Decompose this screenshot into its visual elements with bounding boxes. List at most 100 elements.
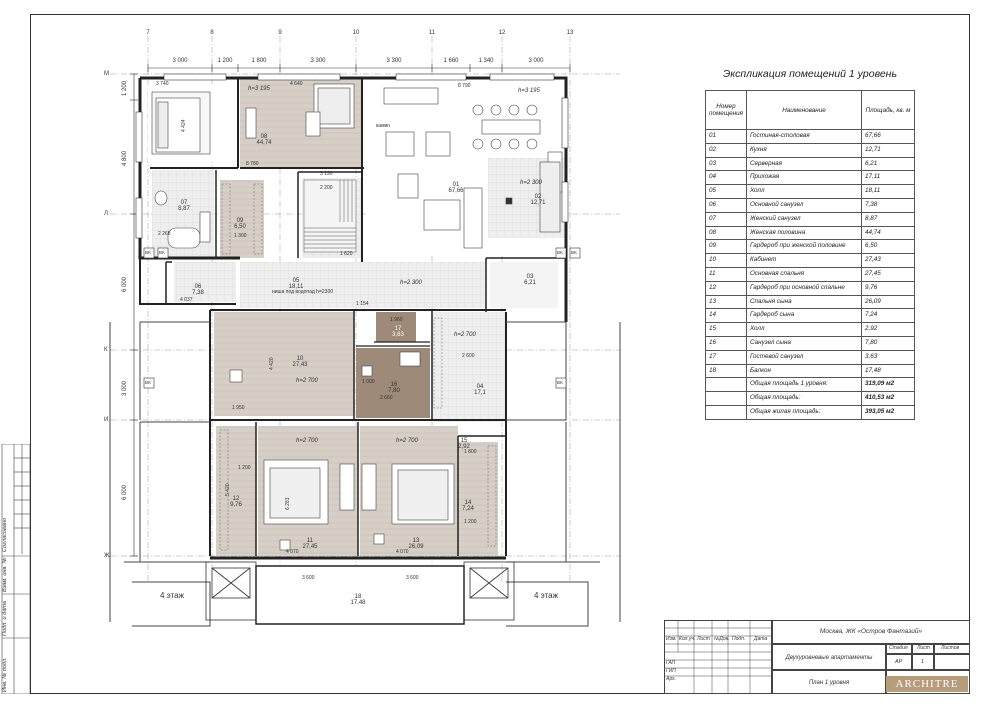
- height-mark: h=3 195: [248, 86, 270, 92]
- axis-label-left: Л: [104, 211, 108, 217]
- height-mark: h=3 195: [518, 88, 540, 94]
- room-number: 02: [705, 142, 747, 158]
- sheet-value: 1: [921, 659, 925, 665]
- inner-dim: 8 790: [458, 83, 471, 89]
- total-row: Общая площадь 1 уровня:319,09 м2: [705, 377, 915, 393]
- dim-top: 3 000: [172, 58, 188, 64]
- room-area: 2,92: [861, 322, 915, 337]
- col-header-doc: №Док.: [714, 636, 730, 642]
- description-cell: [772, 644, 886, 670]
- header-area: Площадь, кв. м: [861, 90, 915, 130]
- room-06-fill: [174, 262, 236, 302]
- inner-dim: 1 620: [340, 251, 353, 257]
- wardrobe-outlines: [219, 183, 497, 551]
- total-value: 319,09 м2: [861, 377, 915, 393]
- room-number: 06: [705, 197, 747, 213]
- room-number: 01: [705, 129, 747, 144]
- room-name: Основная спальня: [745, 266, 863, 282]
- inner-dim: 1 200: [464, 519, 477, 525]
- inner-dim: 3 600: [406, 575, 419, 581]
- room-area: 27,43: [861, 253, 915, 268]
- floor-plan: 7 8 9 10 11 12 13 М Л К И Ж 3 000 1 200 …: [40, 22, 660, 662]
- dim-top: 1 340: [478, 58, 494, 64]
- col-header-sheet: Лист: [697, 636, 710, 642]
- axis-label-left: М: [104, 71, 109, 77]
- height-mark: h=2 300: [520, 180, 542, 186]
- project-name: Москва, ЖК «Остров Фантазий»: [819, 628, 923, 635]
- sheet-label: Лист: [917, 645, 930, 651]
- inner-dim: 8 780: [246, 161, 259, 167]
- room-area: 17,48: [861, 363, 915, 379]
- room-name: Холл: [745, 184, 863, 199]
- strip-label-inv: Инв. № подл.: [2, 657, 8, 692]
- inner-dim: 3 600: [302, 575, 315, 581]
- bed-icon-2: [269, 467, 321, 519]
- dim-top: 1 660: [443, 58, 459, 64]
- inner-dim: 4 420: [269, 357, 275, 370]
- room-number: 18: [705, 363, 747, 379]
- inner-dim: 4 037: [180, 297, 193, 303]
- room-name: Гардероб при основной спальне: [745, 280, 863, 296]
- room-name: Гардероб при женской половине: [745, 239, 863, 255]
- room-12-fill: [216, 426, 256, 556]
- furniture: [151, 83, 563, 551]
- room-number: 11: [705, 266, 747, 282]
- room-14-fill: [458, 442, 498, 556]
- dim-left: 6 000: [122, 484, 128, 500]
- sheet-value-cell: [912, 654, 934, 670]
- col-header-change: Изм.: [666, 636, 677, 642]
- bk-label: BK: [159, 250, 166, 255]
- stage-label: Стадия: [889, 645, 908, 651]
- room-number: 04: [705, 170, 747, 186]
- axis-label-top: 9: [278, 30, 282, 36]
- room-area: 7,38: [861, 197, 915, 213]
- room-name: Кухня: [745, 142, 863, 158]
- col-header-date: Дата: [754, 636, 768, 642]
- col-header-sign: Подп.: [732, 636, 746, 642]
- room-name: Женская половина: [745, 225, 863, 241]
- revision-grid: [664, 620, 772, 694]
- room-area: 26,09: [861, 294, 915, 310]
- room-number: 10: [705, 253, 747, 268]
- total-spacer: [705, 377, 747, 393]
- header-number: Номер помещения: [705, 90, 747, 130]
- inner-dim: 2 660: [380, 395, 393, 401]
- room-number: 03: [705, 156, 747, 172]
- room-09-fill: [220, 180, 264, 258]
- inner-dim: 1 000: [362, 379, 375, 385]
- role-gap: ГАП: [666, 660, 676, 666]
- total-row: Общая площадь:410,53 м2: [705, 391, 915, 406]
- room-name: Женский санузел: [745, 211, 863, 227]
- title-block: Изм. Кол.уч. Лист №Док. Подп. Дата ГАП Г…: [664, 620, 970, 694]
- inner-dim: 4 070: [396, 549, 409, 555]
- waterfall-niche-note: ниша под водопад h=2300: [272, 289, 334, 295]
- room-name: Санузел сына: [745, 335, 863, 351]
- inner-dim: 1 950: [232, 405, 245, 411]
- strip-label-sign-date: Подп. и дата: [2, 600, 8, 636]
- stamp-strips: Согласовано Взам. инв. № Подп. и дата Ин…: [0, 443, 31, 695]
- sheets-label-cell: [934, 644, 970, 654]
- axis-label-top: 7: [146, 30, 150, 36]
- height-mark: h=2 700: [296, 378, 318, 384]
- elevator-shafts: [205, 561, 515, 621]
- total-row: Общая жилая площадь:393,05 м2: [705, 404, 915, 420]
- total-label: Общая площадь:: [745, 391, 863, 406]
